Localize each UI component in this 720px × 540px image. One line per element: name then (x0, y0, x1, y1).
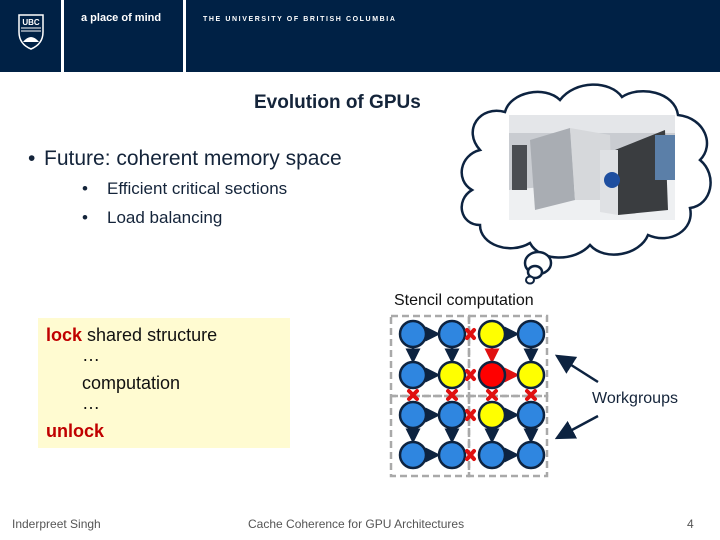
bullet-dot: • (82, 208, 88, 227)
grid-node (437, 440, 467, 470)
svg-text:UBC: UBC (22, 18, 40, 27)
grid-node (398, 319, 428, 349)
bullet-text: Future: coherent memory space (44, 147, 342, 170)
workgroup-arrows (554, 354, 599, 440)
grid-node (516, 360, 546, 390)
bullet-sub: • Efficient critical sections (82, 179, 288, 199)
bullet-main: • Future: coherent memory space (28, 147, 342, 171)
footer-author: Inderpreet Singh (12, 517, 101, 531)
code-keyword: unlock (46, 421, 105, 441)
ubc-crest-icon: UBC (18, 14, 44, 50)
workgroups-label: Workgroups (592, 390, 678, 407)
grid-node (477, 440, 507, 470)
grid-node (398, 360, 428, 390)
grid-node (437, 319, 467, 349)
header-divider (183, 0, 186, 72)
stencil-label: Stencil computation (394, 292, 534, 309)
code-line: … (82, 393, 100, 413)
code-line: lock shared structure (46, 325, 217, 346)
grid-node (516, 400, 546, 430)
code-line: … (82, 345, 100, 365)
grid-node (398, 400, 428, 430)
supercomputer-photo (509, 115, 675, 220)
code-text: shared structure (82, 325, 218, 345)
code-line: computation (82, 373, 181, 393)
bullet-text: Efficient critical sections (107, 179, 288, 198)
grid-node (437, 360, 467, 390)
grid-node (477, 319, 507, 349)
workgroup-boxes (389, 314, 549, 478)
grid-node (516, 319, 546, 349)
grid-node (516, 440, 546, 470)
slide-title: Evolution of GPUs (254, 92, 421, 113)
code-box: lock shared structure … computation … un… (38, 318, 290, 448)
bullet-dot: • (28, 147, 36, 170)
university-name: THE UNIVERSITY OF BRITISH COLUMBIA (203, 16, 397, 23)
header-divider (61, 0, 64, 72)
grid-node (437, 400, 467, 430)
bullet-dot: • (82, 179, 88, 198)
bullet-text: Load balancing (107, 208, 223, 227)
header-banner: UBC a place of mind THE UNIVERSITY OF BR… (0, 0, 720, 72)
header-tagline: a place of mind (81, 12, 162, 24)
grid-node (477, 360, 507, 390)
grid-node (477, 400, 507, 430)
code-keyword: lock (46, 325, 83, 345)
blocked-edge-icons (407, 328, 537, 461)
footer-talk-title: Cache Coherence for GPU Architectures (248, 517, 465, 531)
grid-node (398, 440, 428, 470)
bullet-sub: • Load balancing (82, 208, 223, 228)
page-number: 4 (687, 517, 694, 531)
